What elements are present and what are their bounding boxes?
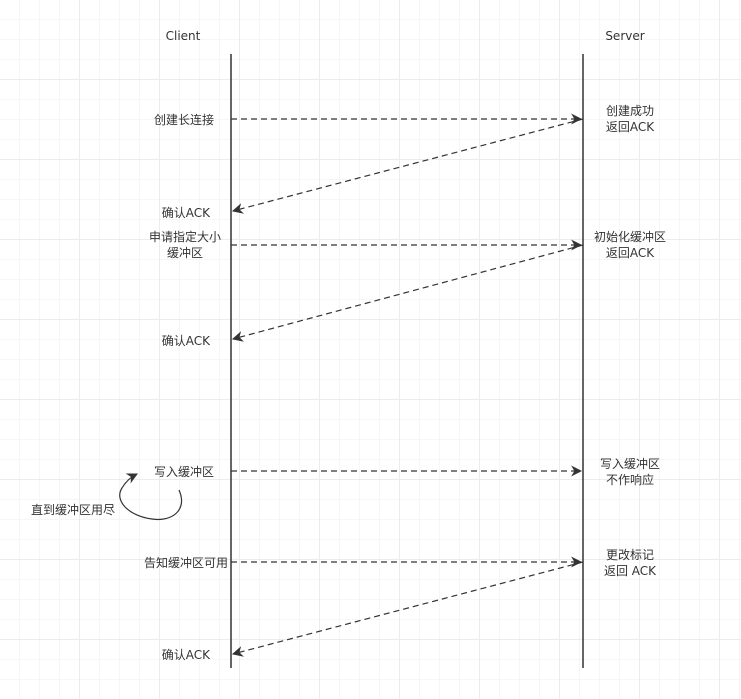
connect-reply-label: 创建成功 返回ACK: [605, 104, 655, 134]
buffer-available-label: 告知缓冲区可用: [143, 556, 228, 570]
buffer-reply-label: 初始化缓冲区 返回ACK: [593, 230, 666, 260]
connect-reply-arrow: [231, 118, 584, 214]
connect-ack-label: 确认ACK: [161, 206, 210, 220]
buffer-available-ack-label: 确认ACK: [161, 648, 210, 662]
buffer-reply-arrow: [231, 244, 584, 342]
write-buffer-label: 写入缓冲区: [153, 465, 214, 479]
loop-label: 直到缓冲区用尽: [31, 503, 116, 517]
buffer-ack-label: 确认ACK: [161, 334, 210, 348]
connect-request-label: 创建长连接: [153, 113, 214, 127]
buffer-request-label: 申请指定大小 缓冲区: [148, 230, 221, 260]
server-header: Server: [605, 29, 645, 43]
client-header: Client: [165, 29, 201, 43]
buffer-available-reply-arrow: [231, 561, 584, 657]
buffer-available-reply-label: 更改标记 返回 ACK: [603, 548, 657, 578]
loop-arrow: [119, 473, 182, 521]
write-buffer-reply-label: 写入缓冲区 不作响应: [599, 457, 660, 487]
